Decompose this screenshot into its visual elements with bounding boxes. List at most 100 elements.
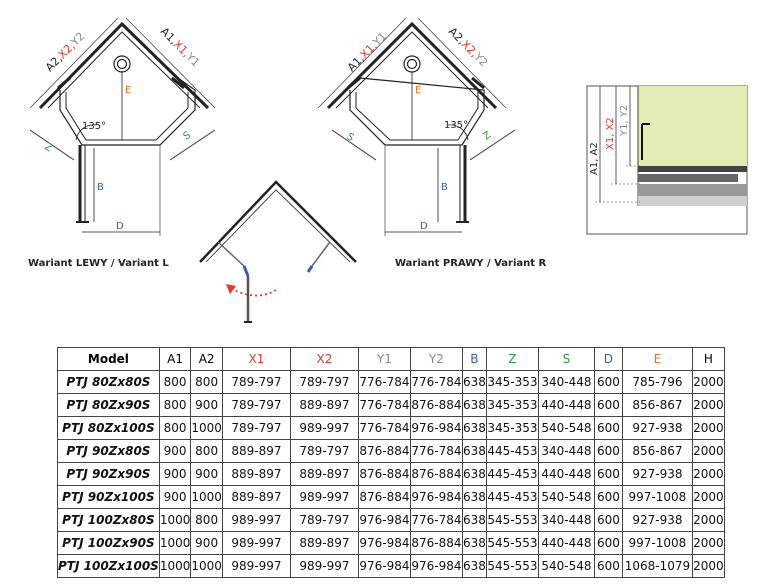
- table-cell: 900: [190, 393, 223, 417]
- table-cell: 340-448: [537, 370, 595, 394]
- table-cell: 900: [190, 462, 223, 486]
- table-cell: 900: [158, 462, 192, 486]
- table-cell: 997-1008: [621, 485, 693, 509]
- table-cell: 2000: [691, 531, 725, 555]
- table-cell: 976-984: [409, 554, 463, 578]
- table-cell: 856-867: [621, 439, 693, 463]
- table-cell: 789-797: [221, 370, 291, 394]
- table-cell: 2000: [691, 393, 725, 417]
- table-cell: 545-553: [485, 531, 539, 555]
- table-cell: 545-553: [485, 554, 539, 578]
- table-cell: 2000: [691, 485, 725, 509]
- table-cell: 345-353: [485, 416, 539, 440]
- table-cell: 776-784: [409, 439, 463, 463]
- table-cell: 638: [461, 439, 487, 463]
- technical-drawing: A2,X2,Y2 A1,X1,Y1 E Z S 135° B D A1,X1,Y…: [29, 17, 748, 323]
- model-cell: PTJ 80Zx100S: [57, 416, 160, 440]
- table-cell: 776-784: [357, 416, 411, 440]
- table-cell: 989-997: [289, 416, 359, 440]
- table-cell: 976-984: [409, 416, 463, 440]
- table-cell: 989-997: [289, 554, 359, 578]
- table-cell: 989-997: [289, 485, 359, 509]
- table-cell: 976-984: [357, 508, 411, 532]
- left-dim-s: S: [182, 130, 193, 143]
- column-header-y1: Y1: [357, 347, 411, 371]
- side-view-panel: [638, 86, 747, 170]
- table-cell: 600: [593, 554, 623, 578]
- table-cell: 638: [461, 508, 487, 532]
- table-cell: 789-797: [289, 370, 359, 394]
- column-header-h: H: [691, 347, 725, 371]
- left-drain-icon: [113, 55, 131, 73]
- column-header-x1: X1: [221, 347, 291, 371]
- table-cell: 876-884: [357, 462, 411, 486]
- table-cell: 600: [593, 508, 623, 532]
- right-dim-z: Z: [482, 129, 494, 142]
- model-cell: PTJ 90Zx80S: [57, 439, 160, 463]
- table-cell: 800: [190, 439, 223, 463]
- table-cell: 600: [593, 439, 623, 463]
- table-cell: 976-984: [409, 485, 463, 509]
- table-cell: 638: [461, 531, 487, 555]
- caption-right-variant: Wariant PRAWY / Variant R: [395, 258, 547, 269]
- right-angle: 135°: [444, 120, 468, 131]
- table-cell: 2000: [691, 439, 725, 463]
- table-cell: 340-448: [537, 508, 595, 532]
- table-cell: 800: [190, 508, 223, 532]
- column-header-d: D: [593, 347, 623, 371]
- column-header-y2: Y2: [409, 347, 463, 371]
- model-cell: PTJ 100Zx90S: [57, 531, 160, 555]
- table-cell: 440-448: [537, 462, 595, 486]
- table-cell: 440-448: [537, 531, 595, 555]
- table-cell: 776-784: [409, 508, 463, 532]
- table-cell: 638: [461, 393, 487, 417]
- table-cell: 889-897: [289, 393, 359, 417]
- table-cell: 638: [461, 485, 487, 509]
- column-header-e: E: [621, 347, 693, 371]
- column-header-b: B: [461, 347, 487, 371]
- table-cell: 2000: [691, 508, 725, 532]
- table-cell: 927-938: [621, 416, 693, 440]
- table-cell: 345-353: [485, 370, 539, 394]
- column-header-a1: A1: [158, 347, 192, 371]
- table-cell: 445-453: [485, 485, 539, 509]
- right-drain-icon: [403, 55, 421, 73]
- table-cell: 789-797: [289, 439, 359, 463]
- opening-arrow-icon: [229, 287, 277, 297]
- right-dim-d: D: [420, 221, 428, 232]
- table-cell: 340-448: [537, 439, 595, 463]
- table-cell: 1000: [190, 416, 223, 440]
- table-cell: 600: [593, 416, 623, 440]
- table-cell: 600: [593, 462, 623, 486]
- table-cell: 800: [158, 370, 192, 394]
- right-dim-b: B: [441, 182, 448, 193]
- table-cell: 900: [158, 485, 192, 509]
- right-tray-outline: [349, 77, 485, 146]
- left-dim-z: Z: [42, 141, 54, 154]
- table-cell: 1000: [190, 485, 223, 509]
- table-cell: 889-897: [289, 462, 359, 486]
- door-opening-detail: [199, 180, 357, 323]
- table-cell: 989-997: [221, 531, 291, 555]
- table-cell: 876-884: [409, 393, 463, 417]
- right-variant-drawing: [317, 17, 516, 236]
- table-cell: 900: [190, 531, 223, 555]
- side-view-drawing: [586, 85, 748, 235]
- table-cell: 876-884: [409, 531, 463, 555]
- right-dim-e: E: [415, 85, 421, 96]
- table-cell: 800: [190, 370, 223, 394]
- table-cell: 2000: [691, 554, 725, 578]
- table-cell: 856-867: [621, 393, 693, 417]
- left-dim-e: E: [125, 85, 131, 96]
- column-header-s: S: [537, 347, 595, 371]
- table-cell: 889-897: [221, 462, 291, 486]
- table-cell: 545-553: [485, 508, 539, 532]
